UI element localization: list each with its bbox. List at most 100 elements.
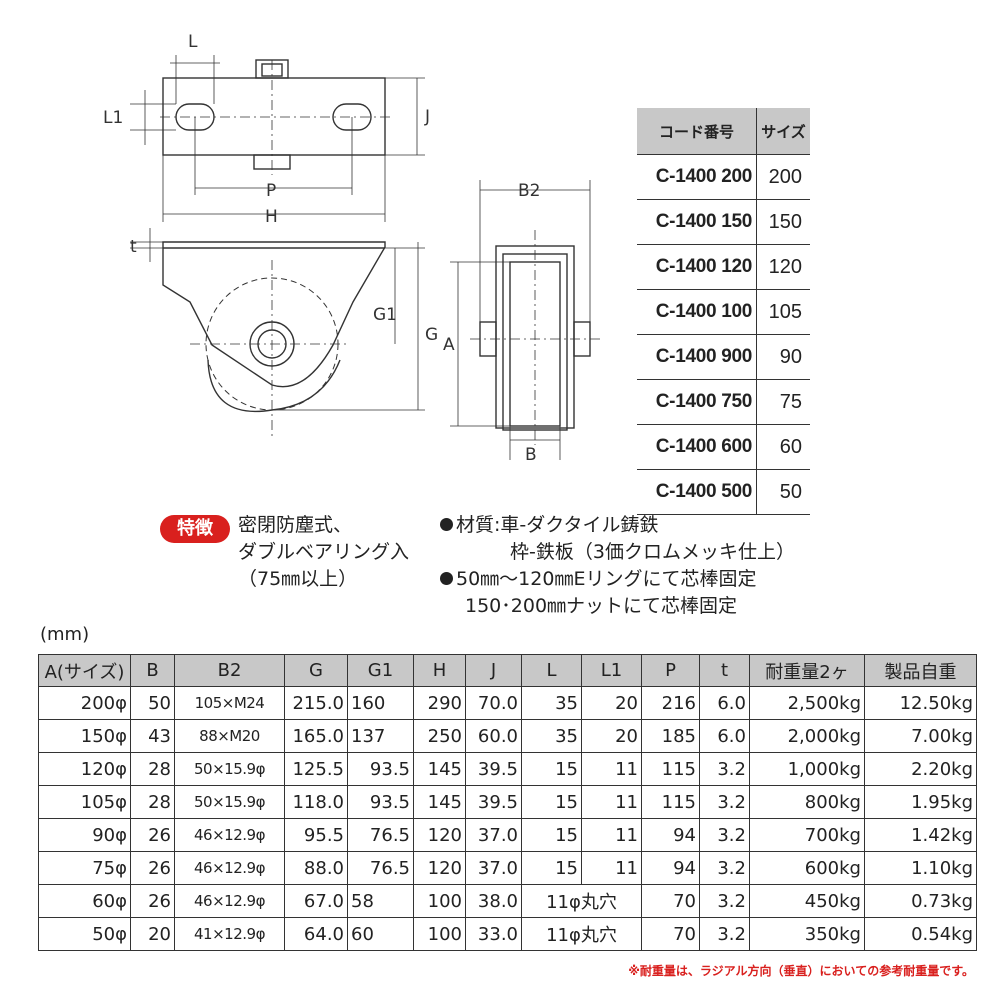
- cell-t: 3.2: [699, 851, 750, 885]
- size-cell: 150: [756, 199, 810, 245]
- code-cell: C-1400 200: [637, 154, 757, 200]
- cell-A: 90φ: [38, 818, 131, 852]
- cell-G: 88.0: [284, 851, 348, 885]
- cell-load: 1,000kg: [749, 752, 865, 786]
- cell-B2: 50×15.9φ: [174, 752, 285, 786]
- cell-L: 35: [521, 686, 582, 720]
- cell-t: 3.2: [699, 818, 750, 852]
- cell-load: 450kg: [749, 884, 865, 918]
- bullet-icon: [440, 518, 453, 531]
- header-t: t: [699, 654, 750, 687]
- cell-G: 118.0: [284, 785, 348, 819]
- feature-line: ダブルベアリング入: [238, 541, 410, 563]
- feature-description: 密閉防塵式、 ダブルベアリング入 （75㎜以上）: [238, 512, 409, 593]
- cell-B2: 46×12.9φ: [174, 884, 285, 918]
- cell-A: 200φ: [38, 686, 131, 720]
- cell-A: 60φ: [38, 884, 131, 918]
- cell-B: 20: [130, 917, 175, 951]
- dim-label-L: L: [188, 32, 198, 52]
- unit-label: (mm): [40, 624, 90, 645]
- cell-P: 115: [641, 752, 700, 786]
- feature-line: （75㎜以上）: [238, 568, 358, 590]
- cell-load: 2,500kg: [749, 686, 865, 720]
- cell-load: 600kg: [749, 851, 865, 885]
- cell-B2: 46×12.9φ: [174, 851, 285, 885]
- size-header: サイズ: [756, 108, 810, 155]
- wheel-visible: [207, 359, 341, 413]
- cell-L: 35: [521, 719, 582, 753]
- cell-G1: 93.5: [347, 785, 414, 819]
- cell-H: 145: [413, 785, 466, 819]
- dim-label-H: H: [265, 207, 278, 227]
- cell-load: 800kg: [749, 785, 865, 819]
- cell-G1: 58: [347, 884, 414, 918]
- cell-weight: 1.95kg: [864, 785, 977, 819]
- cell-H: 250: [413, 719, 466, 753]
- cell-L1: 11: [581, 851, 642, 885]
- caster-technical-drawing: L L1 J P H t G1 G B2 A B: [103, 32, 600, 465]
- cell-J: 33.0: [465, 917, 522, 951]
- cell-t: 3.2: [699, 752, 750, 786]
- cell-load: 350kg: [749, 917, 865, 951]
- cell-A: 120φ: [38, 752, 131, 786]
- cell-weight: 1.42kg: [864, 818, 977, 852]
- cell-t: 3.2: [699, 785, 750, 819]
- side-bracket-outline: [162, 241, 386, 388]
- cell-t: 3.2: [699, 884, 750, 918]
- cell-J: 39.5: [465, 785, 522, 819]
- cell-B2: 105×M24: [174, 686, 285, 720]
- dim-label-L1: L1: [103, 108, 123, 128]
- dim-label-J: J: [424, 107, 430, 127]
- dim-label-G1: G1: [373, 305, 397, 325]
- header-G1: G1: [347, 654, 414, 687]
- header-A: A(サイズ): [38, 654, 131, 687]
- cell-G1: 160: [347, 686, 414, 720]
- code-cell: C-1400 500: [637, 469, 757, 515]
- cell-J: 60.0: [465, 719, 522, 753]
- dim-label-t: t: [130, 237, 137, 257]
- code-cell: C-1400 600: [637, 424, 757, 470]
- cell-G: 64.0: [284, 917, 348, 951]
- cell-B2: 50×15.9φ: [174, 785, 285, 819]
- cell-P: 216: [641, 686, 700, 720]
- cell-G: 125.5: [284, 752, 348, 786]
- cell-G: 165.0: [284, 719, 348, 753]
- header-B: B: [130, 654, 175, 687]
- cell-A: 105φ: [38, 785, 131, 819]
- cell-B: 50: [130, 686, 175, 720]
- cell-P: 115: [641, 785, 700, 819]
- footnote: ※耐重量は、ラジアル方向（垂直）においての参考耐重量です。: [628, 964, 974, 978]
- cell-L1: 11: [581, 785, 642, 819]
- fixing-line: 150･200㎜ナットにて芯棒固定: [465, 595, 738, 617]
- cell-weight: 12.50kg: [864, 686, 977, 720]
- cell-H: 120: [413, 818, 466, 852]
- cell-B2: 88×M20: [174, 719, 285, 753]
- cell-J: 37.0: [465, 851, 522, 885]
- dim-label-B: B: [525, 445, 537, 465]
- cell-L-L1-merged: 11φ丸穴: [521, 917, 642, 951]
- cell-L: 15: [521, 851, 582, 885]
- cell-G: 67.0: [284, 884, 348, 918]
- spec-table: A(サイズ) B B2 G G1 H J L L1 P t 耐重量2ヶ 製品自重…: [38, 654, 977, 951]
- cell-weight: 0.73kg: [864, 884, 977, 918]
- cell-L-L1-merged: 11φ丸穴: [521, 884, 642, 918]
- cell-B: 26: [130, 818, 175, 852]
- size-cell: 120: [756, 244, 810, 290]
- cell-B: 43: [130, 719, 175, 753]
- spec-header-row: A(サイズ) B B2 G G1 H J L L1 P t 耐重量2ヶ 製品自重: [38, 654, 977, 687]
- header-weight: 製品自重: [864, 654, 977, 687]
- cell-J: 39.5: [465, 752, 522, 786]
- cell-L1: 20: [581, 719, 642, 753]
- cell-L1: 11: [581, 818, 642, 852]
- code-table-header-row: コード番号 サイズ: [637, 108, 810, 155]
- size-cell: 105: [756, 289, 810, 335]
- cell-G1: 76.5: [347, 851, 414, 885]
